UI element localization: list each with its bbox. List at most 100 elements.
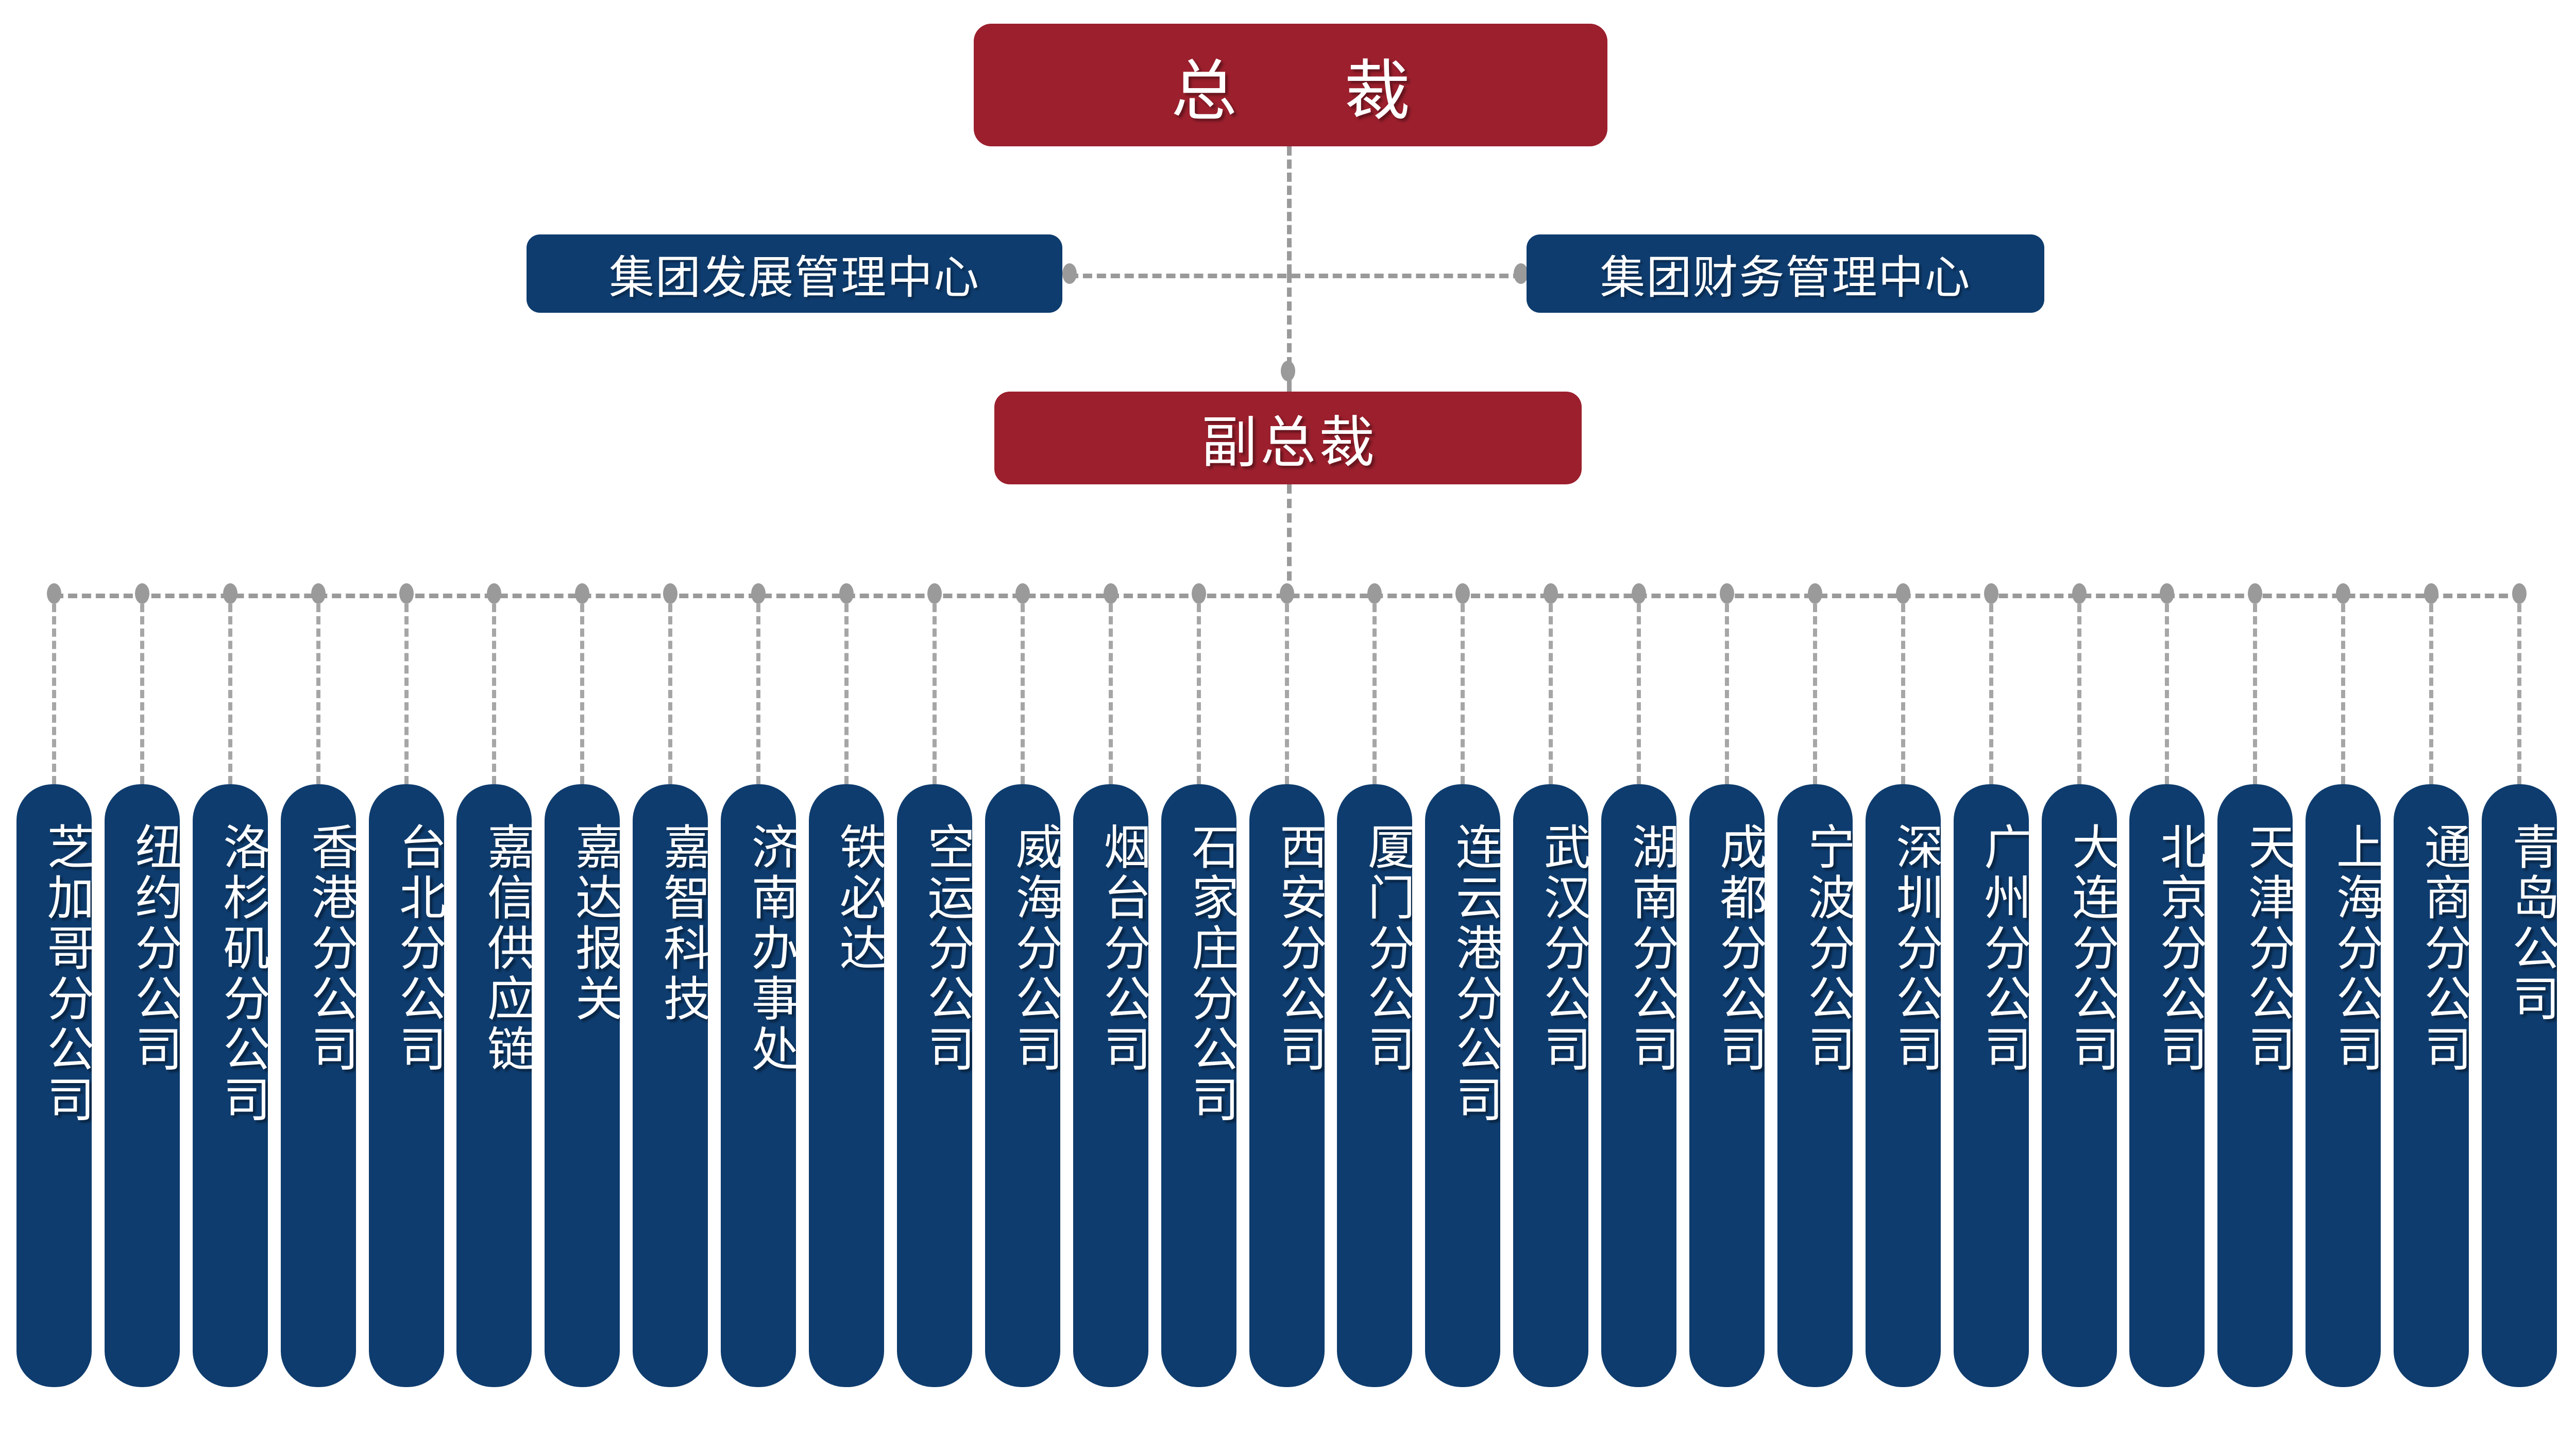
connector-dot-branch-14 [1191, 583, 1206, 604]
connector-staff-centers-horizontal [1069, 274, 1522, 278]
node-branch-28[interactable]: 通商分公司 [2394, 784, 2469, 1387]
connector-dropper-branch-7 [580, 604, 585, 784]
connector-dropper-branch-13 [1108, 604, 1113, 784]
node-branch-20[interactable]: 成都分公司 [1689, 784, 1765, 1387]
node-branch-5-label: 台北分公司 [392, 822, 444, 1075]
node-branch-8-label: 嘉智科技 [656, 822, 708, 1024]
connector-dot-vicepresident-top [1281, 361, 1295, 381]
node-branch-27[interactable]: 上海分公司 [2306, 784, 2381, 1387]
node-group-development-management-center-label: 集团发展管理中心 [608, 251, 980, 303]
connector-dropper-branch-19 [1637, 604, 1641, 784]
node-branch-29[interactable]: 青岛公司 [2482, 784, 2557, 1387]
connector-dot-branch-13 [1103, 583, 1118, 604]
node-vice-president[interactable]: 副总裁 [994, 392, 1582, 484]
node-president[interactable]: 总 裁 [974, 24, 1607, 146]
connector-dot-branch-25 [2160, 583, 2175, 604]
node-branch-15[interactable]: 西安分公司 [1249, 784, 1325, 1387]
node-vice-president-label: 副总裁 [1201, 411, 1378, 474]
node-group-finance-management-center[interactable]: 集团财务管理中心 [1527, 234, 2044, 313]
node-branch-16[interactable]: 厦门分公司 [1337, 784, 1413, 1387]
connector-dot-branch-19 [1632, 583, 1647, 604]
connector-dropper-branch-22 [1901, 604, 1905, 784]
node-branch-19[interactable]: 湖南分公司 [1601, 784, 1677, 1387]
connector-dropper-branch-26 [2253, 604, 2258, 784]
node-branch-25[interactable]: 北京分公司 [2129, 784, 2205, 1387]
connector-dot-branch-26 [2248, 583, 2263, 604]
node-branch-26[interactable]: 天津分公司 [2217, 784, 2293, 1387]
node-group-finance-management-center-label: 集团财务管理中心 [1600, 251, 1971, 303]
node-branch-21[interactable]: 宁波分公司 [1777, 784, 1853, 1387]
node-branch-28-label: 通商分公司 [2417, 822, 2469, 1075]
node-branch-2[interactable]: 纽约分公司 [104, 784, 180, 1387]
connector-dropper-branch-1 [52, 604, 56, 784]
node-branch-16-label: 厦门分公司 [1361, 822, 1413, 1075]
node-branch-4-label: 香港分公司 [304, 822, 356, 1075]
node-branch-23-label: 广州分公司 [1977, 822, 2029, 1075]
connector-dropper-branch-9 [756, 604, 761, 784]
node-branch-13-label: 烟台分公司 [1096, 822, 1148, 1075]
node-branch-22[interactable]: 深圳分公司 [1865, 784, 1941, 1387]
node-branch-4[interactable]: 香港分公司 [280, 784, 356, 1387]
node-branch-6[interactable]: 嘉信供应链 [456, 784, 532, 1387]
node-president-label: 总 裁 [1171, 54, 1431, 128]
connector-dropper-branch-29 [2517, 604, 2521, 784]
node-branch-5[interactable]: 台北分公司 [368, 784, 444, 1387]
node-branch-14[interactable]: 石家庄分公司 [1161, 784, 1236, 1387]
connector-dot-branch-21 [1807, 583, 1822, 604]
connector-dropper-branch-20 [1724, 604, 1729, 784]
connector-dropper-branch-18 [1549, 604, 1553, 784]
connector-dropper-branch-15 [1284, 604, 1289, 784]
connector-dropper-branch-10 [844, 604, 849, 784]
node-branch-18[interactable]: 武汉分公司 [1513, 784, 1589, 1387]
node-branch-9[interactable]: 济南办事处 [721, 784, 796, 1387]
connector-dropper-branch-3 [228, 604, 232, 784]
node-branch-17[interactable]: 连云港分公司 [1425, 784, 1501, 1387]
node-branch-27-label: 上海分公司 [2329, 822, 2381, 1075]
connector-dot-staff-left [1062, 263, 1077, 284]
node-branch-3[interactable]: 洛杉矶分公司 [192, 784, 268, 1387]
node-branch-26-label: 天津分公司 [2241, 822, 2293, 1075]
connector-dot-branch-9 [751, 583, 766, 604]
node-branch-1[interactable]: 芝加哥分公司 [16, 784, 92, 1387]
node-branch-10[interactable]: 铁必达 [809, 784, 885, 1387]
connector-staffrow-to-vicepresident [1287, 274, 1292, 366]
node-branch-23[interactable]: 广州分公司 [1953, 784, 2029, 1387]
connector-dropper-branch-6 [492, 604, 497, 784]
connector-dot-branch-23 [1984, 583, 1998, 604]
connector-dot-branch-29 [2512, 583, 2527, 604]
node-branch-17-label: 连云港分公司 [1449, 822, 1501, 1125]
connector-dot-branch-22 [1895, 583, 1910, 604]
connector-dot-branch-5 [399, 583, 414, 604]
node-branch-13[interactable]: 烟台分公司 [1073, 784, 1148, 1387]
node-branch-12[interactable]: 威海分公司 [985, 784, 1060, 1387]
connector-dropper-branch-12 [1020, 604, 1025, 784]
connector-dot-staff-right [1514, 263, 1528, 284]
node-branch-18-label: 武汉分公司 [1537, 822, 1589, 1075]
connector-dropper-branch-16 [1372, 604, 1377, 784]
connector-dot-branch-7 [575, 583, 590, 604]
node-branch-6-label: 嘉信供应链 [480, 822, 532, 1075]
node-branch-8[interactable]: 嘉智科技 [633, 784, 708, 1387]
node-branch-14-label: 石家庄分公司 [1184, 822, 1236, 1125]
connector-dropper-branch-2 [140, 604, 144, 784]
connector-dot-branch-12 [1015, 583, 1030, 604]
node-branch-11-label: 空运分公司 [920, 822, 972, 1075]
connector-dot-branch-16 [1367, 583, 1382, 604]
node-branch-21-label: 宁波分公司 [1801, 822, 1853, 1075]
node-branch-11[interactable]: 空运分公司 [896, 784, 972, 1387]
node-branch-20-label: 成都分公司 [1713, 822, 1765, 1075]
node-branch-7-label: 嘉达报关 [568, 822, 620, 1024]
connector-dropper-branch-27 [2341, 604, 2346, 784]
connector-dot-branch-3 [223, 583, 238, 604]
node-group-development-management-center[interactable]: 集团发展管理中心 [527, 234, 1062, 313]
node-branch-24[interactable]: 大连分公司 [2041, 784, 2117, 1387]
node-branch-10-label: 铁必达 [833, 822, 885, 974]
connector-dot-branch-24 [2072, 583, 2087, 604]
node-branch-1-label: 芝加哥分公司 [40, 822, 92, 1125]
node-branch-7[interactable]: 嘉达报关 [545, 784, 620, 1387]
connector-dropper-branch-21 [1812, 604, 1817, 784]
connector-dot-to-vp-box [1287, 379, 1292, 395]
connector-dropper-branch-11 [932, 604, 937, 784]
connector-dropper-branch-24 [2077, 604, 2081, 784]
